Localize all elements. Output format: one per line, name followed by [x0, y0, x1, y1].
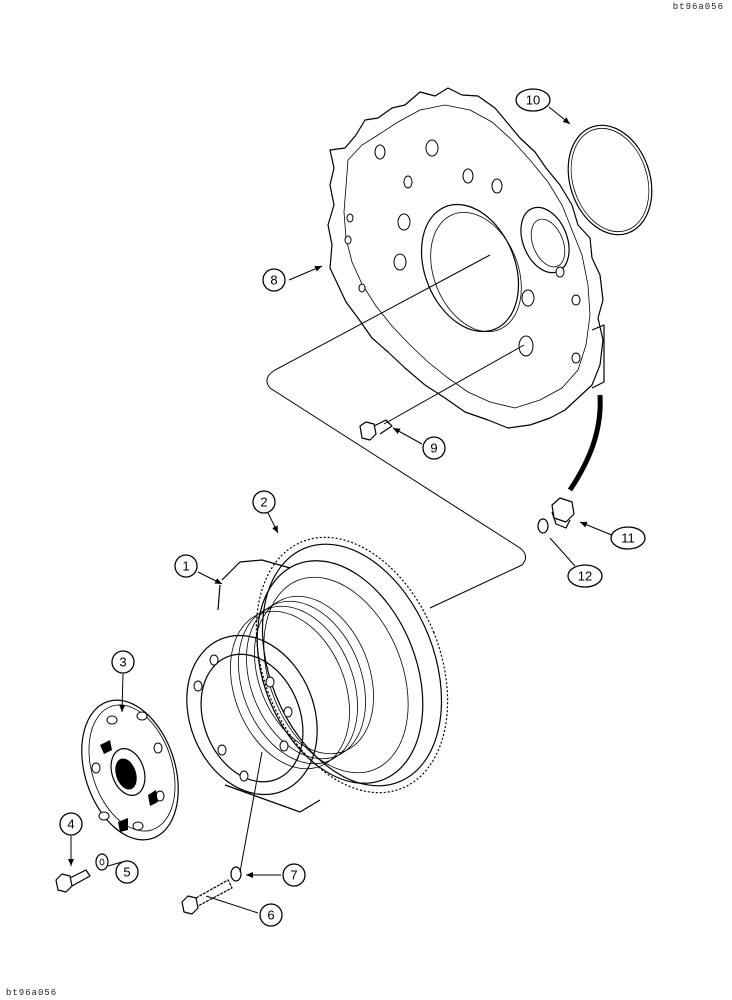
leader-8	[288, 265, 323, 281]
washer-part-7	[230, 866, 242, 882]
plug-part-11	[551, 497, 575, 529]
alignment-line-bolt-9	[383, 344, 525, 425]
bolt-part-4	[55, 869, 91, 893]
leader-3	[119, 673, 126, 713]
o-ring-part-10	[567, 124, 653, 236]
svg-text:11: 11	[621, 531, 635, 546]
callout-8: 8	[262, 268, 286, 292]
callout-4: 4	[59, 812, 83, 836]
leader-12	[549, 537, 576, 567]
washer-part-5	[95, 853, 109, 871]
callout-2: 2	[252, 490, 276, 514]
svg-text:7: 7	[290, 868, 297, 883]
flywheel-part-1	[186, 559, 424, 813]
drawing-code-bottom: bt96a056	[6, 988, 58, 998]
bolt-part-9	[359, 419, 393, 441]
callout-7: 7	[282, 863, 306, 887]
svg-text:8: 8	[270, 273, 277, 288]
svg-text:6: 6	[267, 908, 274, 923]
ring-gear-part-2	[255, 536, 449, 794]
svg-text:9: 9	[430, 441, 437, 456]
installation-curve	[567, 394, 603, 492]
leader-6	[205, 895, 259, 914]
svg-text:1: 1	[182, 559, 189, 574]
callout-11: 11	[610, 526, 646, 550]
alignment-line-housing	[266, 254, 526, 609]
washer-part-12	[537, 518, 549, 534]
leader-11	[579, 521, 615, 537]
callout-1: 1	[174, 554, 198, 578]
callout-3: 3	[111, 650, 135, 674]
flywheel-housing-part-8	[327, 87, 605, 429]
svg-text:3: 3	[119, 655, 126, 670]
callout-5: 5	[115, 860, 139, 884]
svg-text:10: 10	[526, 93, 540, 108]
svg-text:2: 2	[260, 495, 267, 510]
leader-5	[107, 861, 123, 867]
bolt-part-6	[181, 879, 233, 915]
leader-2	[267, 512, 279, 534]
drawing-code-top: bt96a056	[672, 2, 724, 12]
callout-12: 12	[567, 564, 603, 588]
callout-6: 6	[259, 903, 283, 927]
leader-1	[197, 571, 223, 585]
callout-9: 9	[422, 436, 446, 460]
leader-10	[548, 106, 571, 125]
svg-text:4: 4	[67, 817, 74, 832]
svg-text:12: 12	[578, 569, 592, 584]
drive-plate-part-3	[81, 699, 179, 841]
leader-9	[392, 427, 423, 445]
svg-text:5: 5	[123, 865, 130, 880]
callout-10: 10	[515, 88, 551, 112]
alignment-line-bolt-6	[239, 751, 263, 873]
